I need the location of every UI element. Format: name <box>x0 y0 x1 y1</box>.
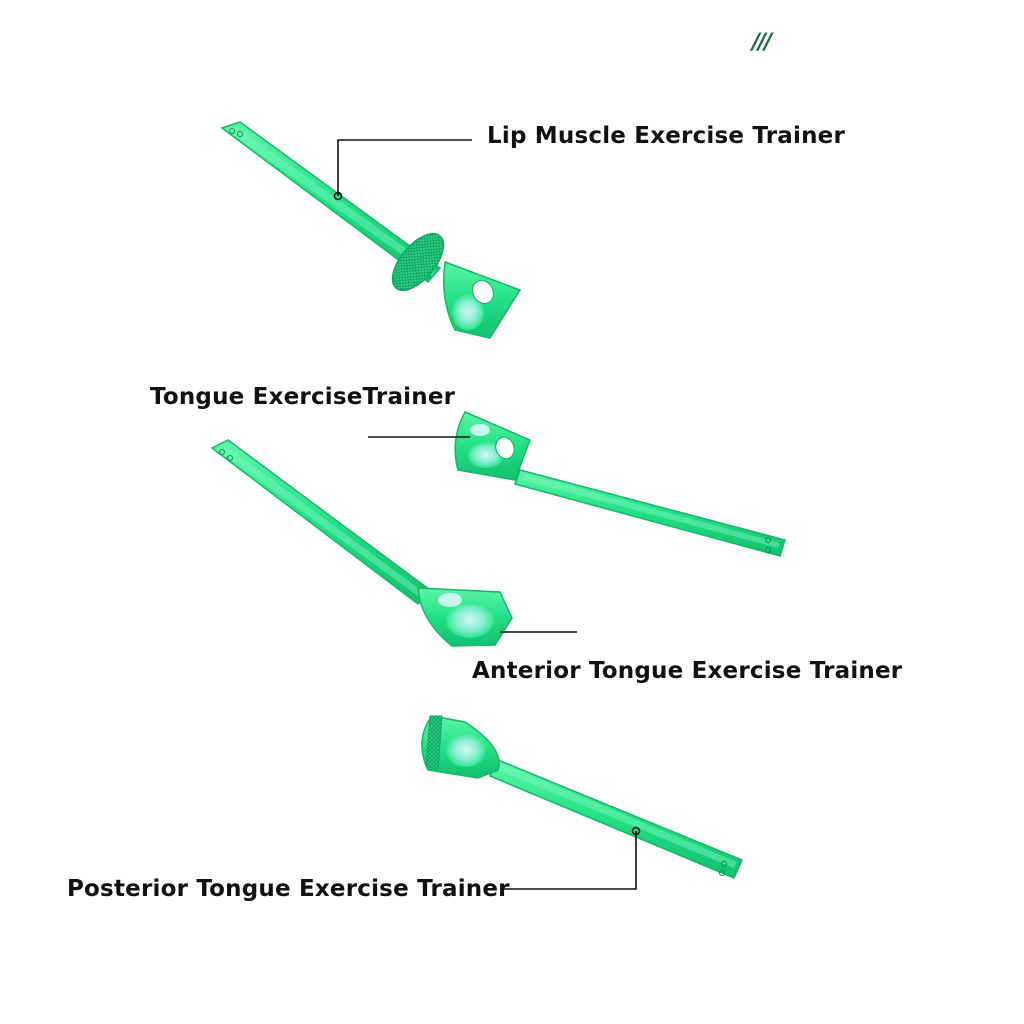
posterior-trainer-leader <box>500 826 641 890</box>
tongue-trainer-label: Tongue ExerciseTrainer <box>150 384 456 410</box>
posterior-trainer-label: Posterior Tongue Exercise Trainer <box>67 876 510 902</box>
lip-trainer-illustration <box>220 121 522 339</box>
posterior-trainer-illustration <box>421 715 743 879</box>
tongue-trainer-illustration <box>454 411 786 557</box>
lip-trainer-leader <box>333 139 472 201</box>
anterior-trainer-label: Anterior Tongue Exercise Trainer <box>472 658 903 684</box>
brand-logo-mark: /// <box>752 30 772 55</box>
lip-trainer-label: Lip Muscle Exercise Trainer <box>487 123 846 149</box>
anterior-trainer-illustration <box>210 439 513 647</box>
